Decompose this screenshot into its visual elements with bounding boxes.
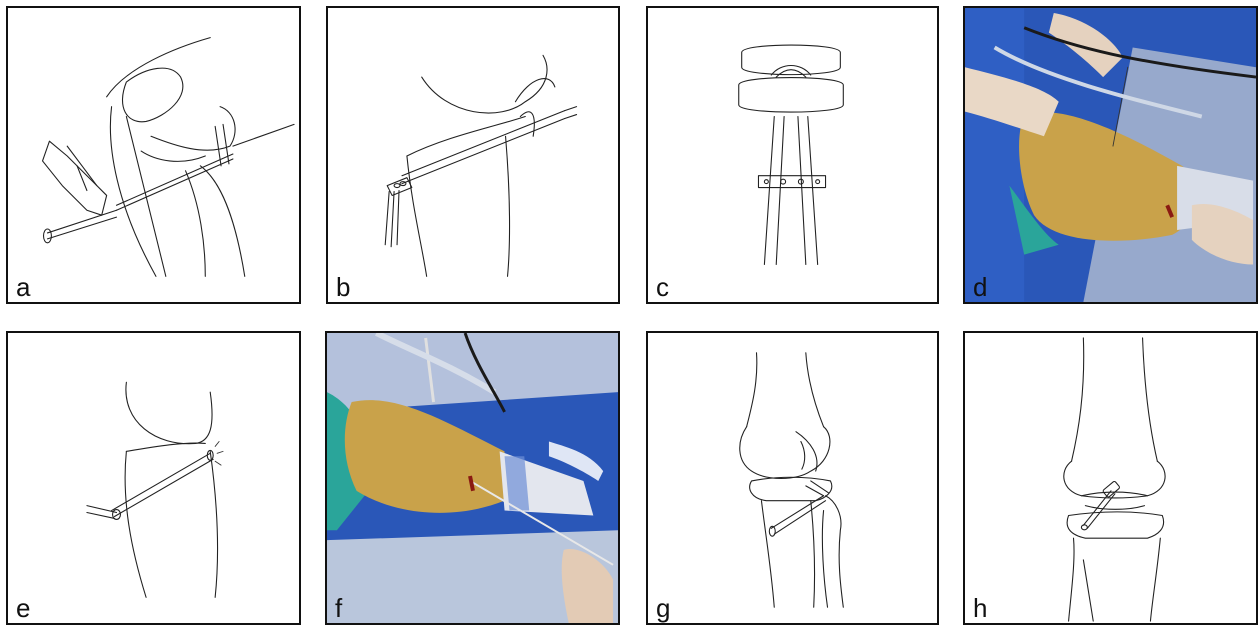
panel-e: e bbox=[6, 331, 301, 625]
panel-label-g: g bbox=[656, 595, 670, 621]
femur-tunnel-drawing bbox=[328, 8, 618, 302]
panel-g: g bbox=[646, 331, 939, 625]
tibial-tunnel-drawing bbox=[8, 333, 299, 623]
tibial-guide-drawing bbox=[8, 8, 299, 302]
surgical-photo-knee bbox=[327, 333, 618, 623]
knee-frontal-fixation-drawing bbox=[965, 333, 1256, 623]
panel-b: b bbox=[326, 6, 620, 304]
panel-c: c bbox=[646, 6, 939, 304]
panel-label-e: e bbox=[16, 595, 30, 621]
panel-d: d bbox=[963, 6, 1258, 304]
knee-lateral-fixation-drawing bbox=[648, 333, 937, 623]
panel-label-f: f bbox=[335, 595, 342, 621]
panel-label-h: h bbox=[973, 595, 987, 621]
panel-label-d: d bbox=[973, 274, 987, 300]
panel-label-c: c bbox=[656, 274, 669, 300]
panel-a: a bbox=[6, 6, 301, 304]
panel-f: f bbox=[325, 331, 620, 625]
panel-h: h bbox=[963, 331, 1258, 625]
graft-construct-drawing bbox=[648, 8, 937, 302]
panel-label-a: a bbox=[16, 274, 30, 300]
surgical-photo-arthroscopy bbox=[965, 8, 1256, 302]
panel-label-b: b bbox=[336, 274, 350, 300]
